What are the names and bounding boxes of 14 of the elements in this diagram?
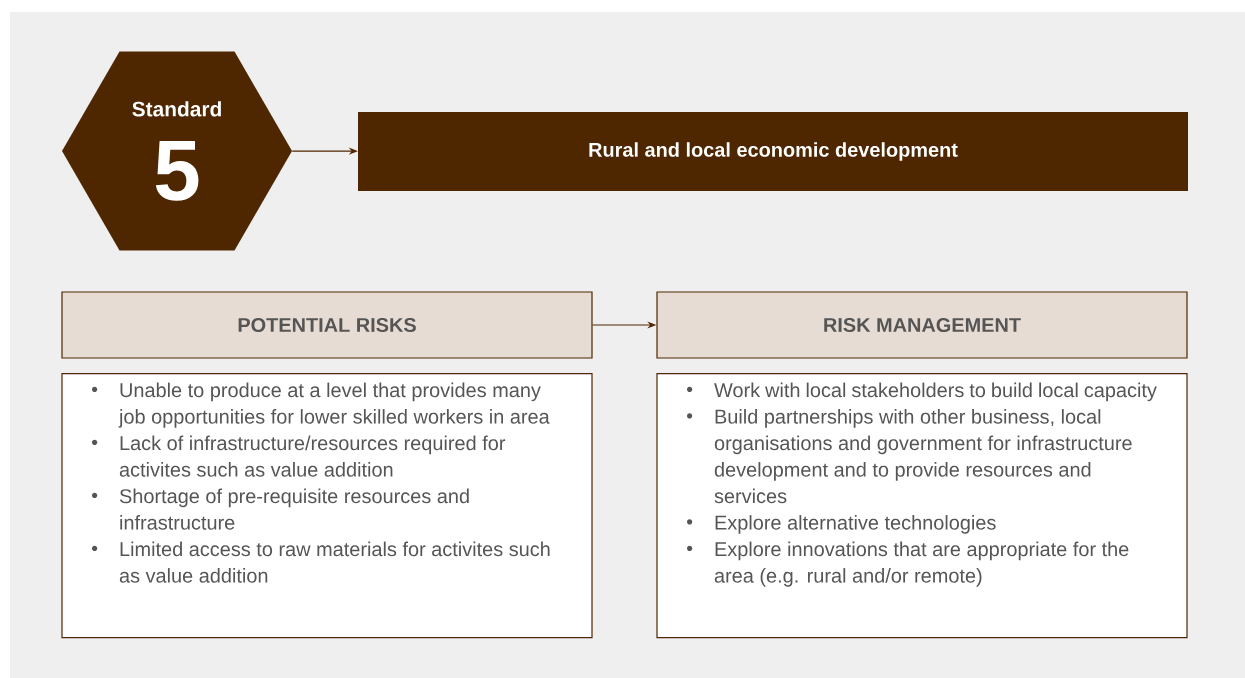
- bullet-list-box: [61, 373, 593, 639]
- bullet-item: Unable to produce at a level that provides many job opportunities for lower skilled workers in area: [118, 382, 550, 428]
- bullet-item: Explore alternative technologies: [715, 515, 996, 534]
- bullet-item: Build partnerships with other business, local organisations and government for infrastructure development and to provide resources and services: [714, 409, 1132, 504]
- header-box: RISK MANAGEMENT: [656, 291, 1188, 359]
- standard-hexagon: Standard 5: [62, 51, 292, 251]
- bullet-item: Lack of infrastructure/resources required for activites such as value addition: [119, 435, 506, 477]
- bullet-item: Explore innovations that are appropriate for the area (e.g. rural and/or remote): [714, 541, 1129, 587]
- header-box: POTENTIAL RISKS: [61, 291, 593, 359]
- title-bar: Rural and local economic development: [358, 112, 1188, 191]
- bullet-list-box: [656, 373, 1188, 639]
- bullet-item: Limited access to raw materials for activites such as value addition: [119, 541, 550, 583]
- bullet-item: Work with local stakeholders to build local capacity: [714, 382, 1157, 402]
- bullet-item: Shortage of pre-requisite resources and infrastructure: [119, 488, 469, 530]
